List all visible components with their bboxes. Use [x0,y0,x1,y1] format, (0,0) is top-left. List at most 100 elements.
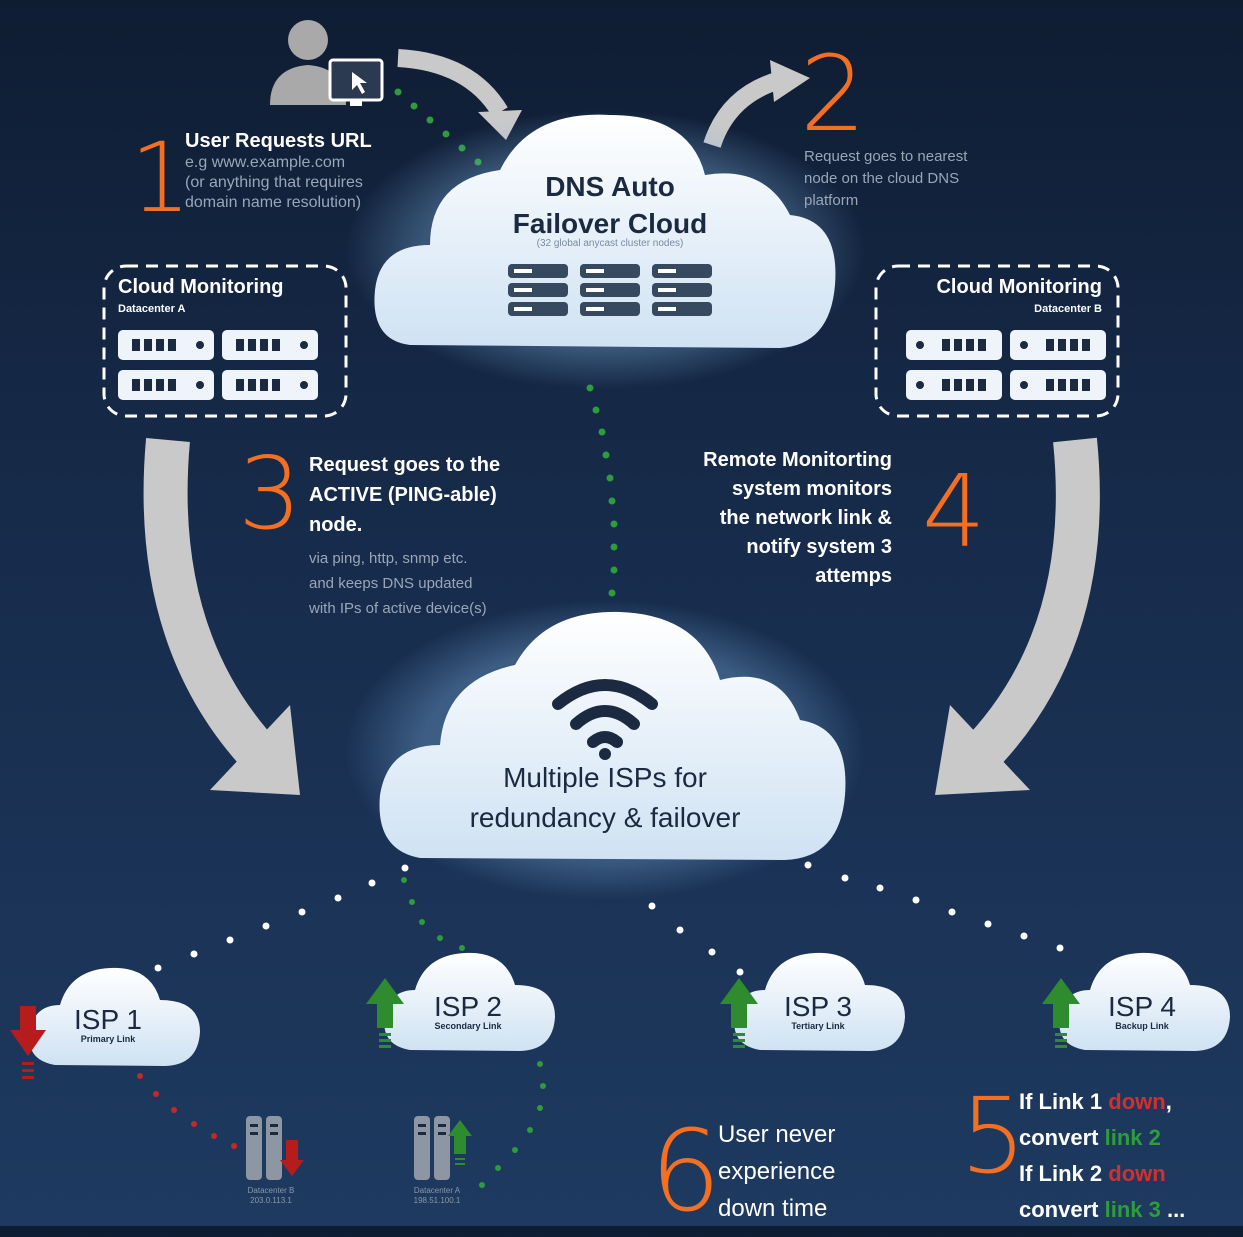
datacenter-b-name: Datacenter B [247,1186,295,1195]
dotted-line-isp1-dc-b [137,1073,237,1149]
step3-line: Request goes to the [309,454,501,476]
status-down-text: down [1108,1089,1166,1114]
arrow-up-icon [366,978,404,1055]
step5-text: ... [1160,1197,1186,1222]
step3-sub-line: via ping, http, snmp etc. [309,550,468,567]
datacenter-a-ip: 198.51.100.1 [413,1196,461,1205]
step5-line-3: If Link 2 down [1019,1156,1185,1192]
step2-number: 2 [800,33,867,155]
step5-line-1: If Link 1 down, [1019,1084,1185,1120]
step4-line: attemps [815,565,892,587]
step4-line: the network link & [719,507,892,529]
isp1-cloud-shape [29,967,201,1066]
isp-cloud-title: Multiple ISPs for redundancy & failover [420,758,790,838]
server-rack-icon [508,262,718,320]
dns-cloud-title: DNS Auto Failover Cloud [490,168,730,242]
step1-line: (or anything that requires [185,174,363,191]
step2-line: platform [804,192,859,209]
isp3-name: ISP 3 [784,991,852,1022]
dns-cloud-shape [345,110,865,390]
step4-description: Remote Monitorting system monitors the n… [640,446,892,591]
step6-line: User never [718,1121,836,1148]
monitor-a-frame [102,264,348,418]
arrow-up-icon [1042,978,1080,1055]
step3-line: ACTIVE (PING-able) [309,484,497,506]
monitor-b-servers-icon [906,330,1108,407]
monitor-b-frame [874,264,1120,418]
isp-cloud-title-line: Multiple ISPs for [503,762,707,793]
step6-description: User never experience down time [718,1116,835,1227]
arrow-monitor-b-down [935,437,1100,795]
step1-description: e.g www.example.com (or anything that re… [185,153,363,213]
monitor-a-subtitle: Datacenter A [118,303,186,315]
step3-description: via ping, http, snmp etc. and keeps DNS … [309,546,487,621]
datacenter-a-caption: Datacenter A 198.51.100.1 [392,1186,482,1206]
datacenter-a-name: Datacenter A [413,1186,461,1195]
step4-line: system monitors [731,478,892,500]
isp1-name: ISP 1 [74,1004,142,1035]
arrow-down-icon [10,1006,46,1091]
step4-number: 4 [922,453,986,570]
isp3-label-group: ISP 3 Tertiary Link [768,991,868,1032]
step5-text: convert [1019,1197,1105,1222]
step1-title: User Requests URL [185,130,372,152]
monitor-b-title: Cloud Monitoring [936,276,1102,298]
datacenter-a-icon [412,1114,476,1189]
dns-cloud-title-line: Failover Cloud [512,208,708,239]
monitor-a-servers-icon [118,330,320,407]
datacenter-b-caption: Datacenter B 203.0.113.1 [226,1186,316,1206]
step3-line: node. [309,514,363,536]
isp4-label-group: ISP 4 Backup Link [1092,991,1192,1032]
user-computer-icon [268,10,388,110]
isp4-link-type: Backup Link [1115,1021,1169,1031]
step3-sub-line: and keeps DNS updated [309,575,473,592]
dns-cloud-title-line: DNS Auto [545,171,675,202]
isp3-cloud-shape [734,952,905,1051]
step3-number: 3 [238,435,302,552]
step3-sub-line: with IPs of active device(s) [309,600,487,617]
dns-cloud-subtitle: (32 global anycast cluster nodes) [536,238,684,249]
step1-line: domain name resolution) [185,194,362,211]
arrow-up-icon [720,978,758,1055]
status-up-text: link 2 [1104,1125,1161,1150]
isp-cloud-title-line: redundancy & failover [469,802,741,833]
step1-line: e.g www.example.com [185,154,346,171]
step5-text: convert [1019,1125,1105,1150]
status-down-text: down [1108,1161,1166,1186]
dotted-lines-to-isps [154,861,1064,976]
step6-line: experience [718,1158,836,1185]
step4-line: notify system 3 [746,536,892,558]
step5-line-4: convert link 3 ... [1019,1192,1185,1228]
isp3-link-type: Tertiary Link [791,1021,845,1031]
step3-title: Request goes to the ACTIVE (PING-able) n… [309,450,500,540]
step2-description: Request goes to nearest node on the clou… [804,146,967,212]
isp1-link-type: Primary Link [80,1034,136,1044]
step5-number: 5 [960,1075,1027,1197]
monitor-b-subtitle: Datacenter B [1034,303,1102,315]
step5-text: If Link 1 [1019,1089,1109,1114]
status-up-text: link 3 [1104,1197,1161,1222]
monitor-a-title: Cloud Monitoring [118,276,284,298]
isp2-label-group: ISP 2 Secondary Link [418,993,518,1032]
dotted-line-dns-isp [586,384,618,597]
datacenter-b-icon [244,1114,308,1189]
arrow-monitor-a-down [143,438,300,795]
datacenter-b-ip: 203.0.113.1 [250,1196,292,1205]
isp4-cloud-shape [1059,952,1230,1051]
isp2-cloud-shape [384,952,555,1051]
step4-line: Remote Monitorting [703,449,892,471]
step5-description: If Link 1 down, convert link 2 If Link 2… [1019,1084,1185,1228]
dotted-line-isp2-dc-a [479,1039,546,1188]
isp2-link-type: Secondary Link [434,1021,502,1031]
step5-text: If Link 2 [1019,1161,1109,1186]
isp4-name: ISP 4 [1108,991,1176,1022]
step1-number: 1 [130,122,192,234]
step2-line: Request goes to nearest [804,148,968,165]
step2-line: node on the cloud DNS [804,170,960,187]
step6-number: 6 [650,1107,722,1237]
dotted-line-isp-cloud-isp2 [401,877,489,963]
wifi-icon [550,672,660,762]
isp1-label-group: ISP 1 Primary Link [58,1004,158,1045]
step6-line: down time [718,1195,828,1222]
